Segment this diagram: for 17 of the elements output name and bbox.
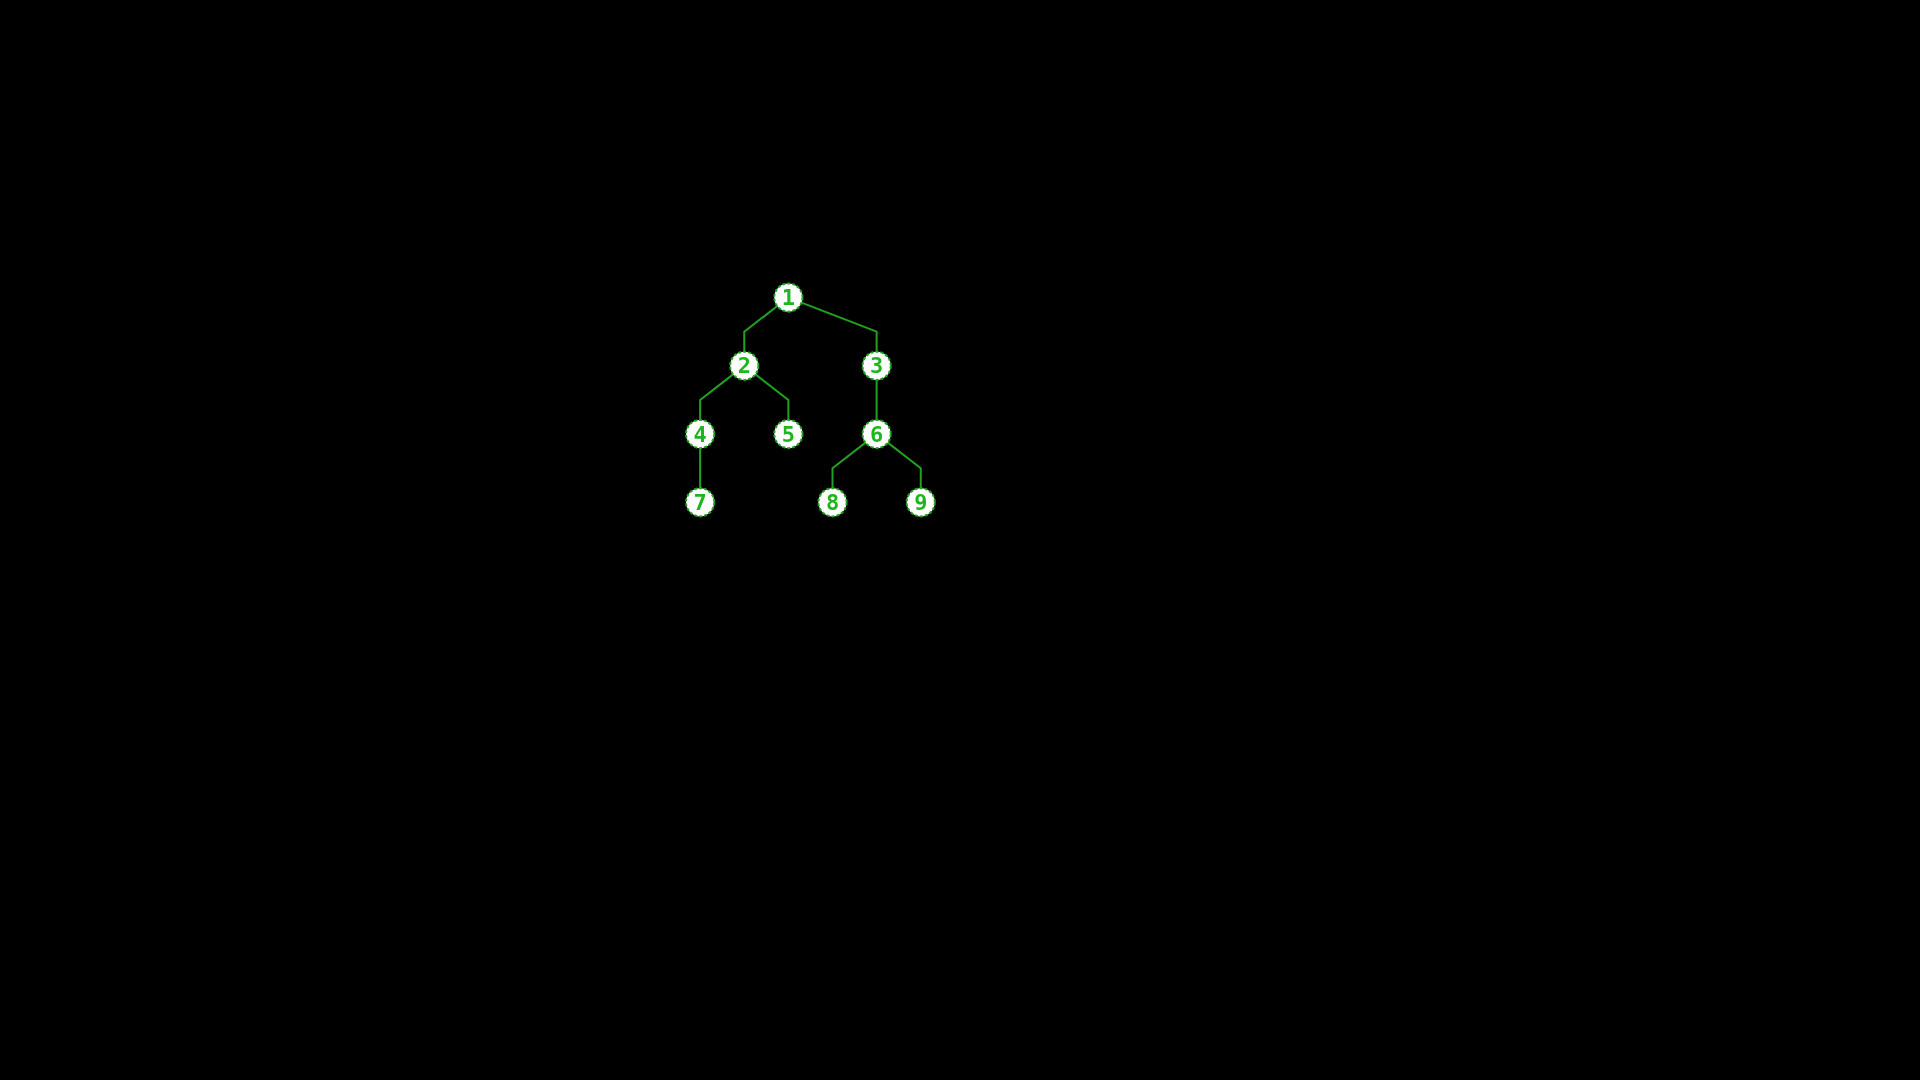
node-circle: 4	[684, 419, 715, 450]
node-circle: 5	[772, 419, 804, 450]
connector	[698, 373, 734, 421]
node-circle: 1	[772, 282, 804, 313]
connector	[742, 305, 778, 353]
connector	[698, 447, 701, 490]
connector	[831, 441, 866, 490]
connector	[875, 379, 878, 421]
connector	[754, 373, 789, 421]
node-circle: 9	[905, 487, 936, 518]
connector	[800, 301, 878, 353]
node-circle: 3	[861, 350, 892, 381]
node-circle: 7	[684, 487, 715, 518]
node-circle: 2	[728, 350, 759, 381]
node-circle: 8	[816, 487, 848, 518]
node-circle: 6	[861, 419, 892, 450]
connector	[886, 441, 922, 490]
